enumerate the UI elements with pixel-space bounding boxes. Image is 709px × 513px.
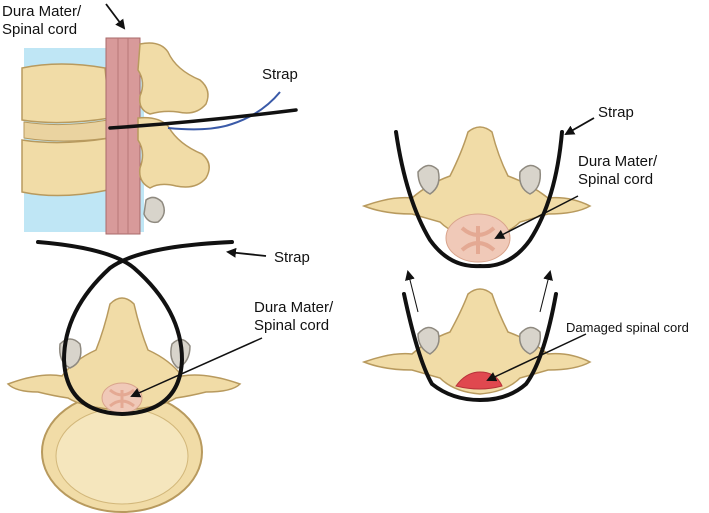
- label-line: Dura Mater/: [578, 153, 658, 170]
- label-strap-right: Strap: [598, 104, 634, 121]
- label-dura-spinal-cord-bottom-left: Dura Mater/ Spinal cord: [254, 299, 333, 335]
- axial-u-strap-panel: [361, 117, 595, 269]
- label-line: Dura Mater/: [254, 299, 334, 316]
- facet-right-right-bottom: [518, 326, 542, 355]
- label-line: Spinal cord: [2, 21, 78, 38]
- lateral-spine-panel: [21, 3, 298, 235]
- arrow-dura-top: [105, 3, 126, 30]
- arrow-dura-bottom-left: [130, 337, 263, 398]
- facet-left-right-bottom: [417, 326, 440, 355]
- strap-u-top: [394, 130, 564, 269]
- vertebral-body-upper: [21, 63, 111, 124]
- arrow-dura-right: [494, 195, 579, 239]
- label-line: Spinal cord: [578, 171, 654, 188]
- vertebral-body-lower: [21, 137, 111, 197]
- axial-crossed-strap-panel: [6, 240, 267, 513]
- label-dura-spinal-cord-top: Dura Mater/ Spinal cord: [2, 3, 81, 39]
- facet-right-right-top: [518, 164, 542, 195]
- arrow-strap-right: [564, 117, 595, 135]
- label-line: Spinal cord: [254, 317, 330, 334]
- strap-u-bottom: [402, 292, 558, 403]
- dura-spinal-cord-column: [105, 37, 141, 235]
- label-strap-top: Strap: [262, 66, 298, 83]
- label-damaged-spinal-cord: Damaged spinal cord: [566, 320, 689, 335]
- pull-arrow-right: [539, 270, 553, 313]
- label-line: Dura Mater/: [2, 3, 82, 20]
- label-strap-middle: Strap: [274, 249, 310, 266]
- pull-arrow-left: [405, 270, 419, 313]
- nerve-root: [167, 91, 281, 131]
- arrow-strap-middle: [226, 247, 267, 258]
- facet-left-right-top: [417, 164, 440, 195]
- posterior-element-lower: [137, 116, 210, 189]
- axial-damaged-panel: [361, 270, 592, 403]
- facet-joint: [143, 196, 165, 224]
- strap-crossed-loop: [36, 240, 234, 417]
- posterior-arch-right-top: [361, 126, 592, 239]
- strap-lateral: [108, 108, 298, 130]
- label-dura-spinal-cord-right: Dura Mater/ Spinal cord: [578, 153, 657, 189]
- posterior-element-upper: [137, 42, 209, 115]
- arrow-damaged: [486, 333, 587, 382]
